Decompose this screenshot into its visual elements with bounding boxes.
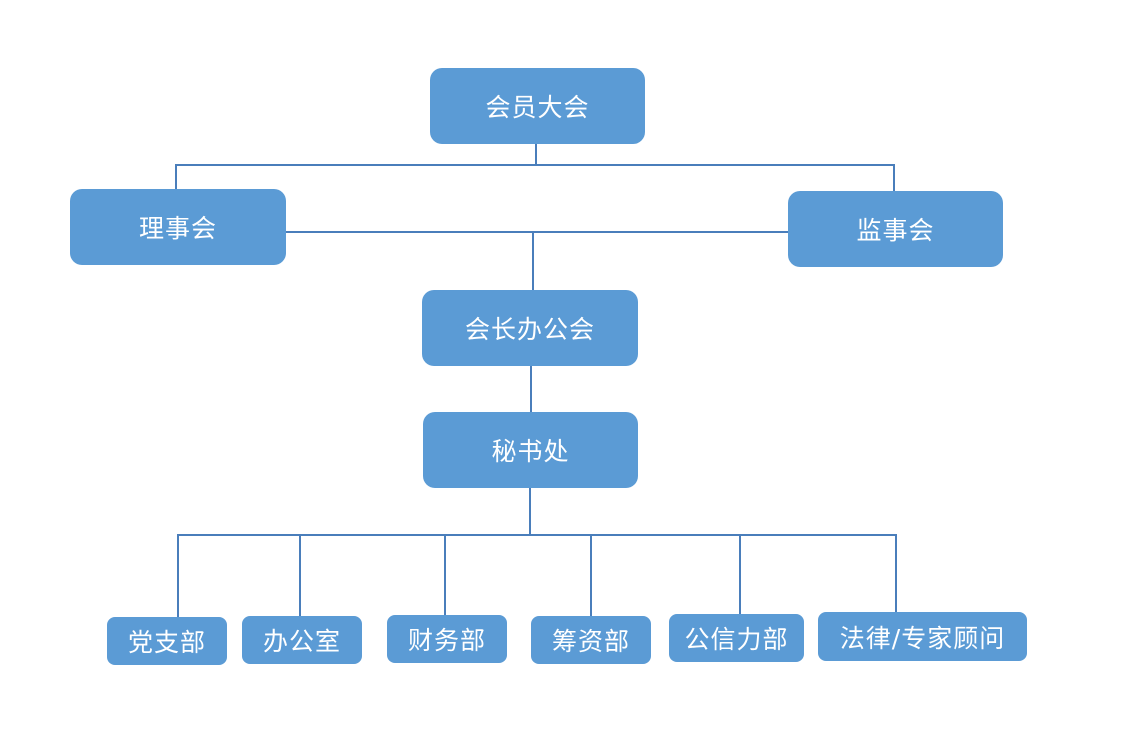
legal-expert-advisor-label: 法律/专家顾问: [839, 623, 1006, 653]
credibility-department-label: 公信力部: [684, 625, 789, 654]
council-label: 理事会: [138, 214, 217, 243]
supervisory-board-label: 监事会: [856, 216, 935, 245]
fundraising-department-label: 筹资部: [551, 627, 630, 656]
secretariat-node: 秘书处: [423, 412, 638, 488]
office-node: 办公室: [242, 616, 362, 664]
president-office-meeting-node: 会长办公会: [422, 290, 638, 366]
office-label: 办公室: [262, 627, 341, 656]
council-node: 理事会: [70, 189, 286, 265]
legal-expert-advisor-node: 法律/专家顾问: [818, 612, 1027, 661]
president-office-meeting-label: 会长办公会: [464, 315, 595, 344]
supervisory-board-node: 监事会: [788, 191, 1003, 267]
party-branch-label: 党支部: [127, 628, 206, 657]
member-assembly-node: 会员大会: [430, 68, 645, 144]
party-branch-node: 党支部: [107, 617, 227, 665]
secretariat-label: 秘书处: [491, 437, 570, 466]
finance-department-label: 财务部: [407, 626, 486, 655]
fundraising-department-node: 筹资部: [531, 616, 651, 664]
member-assembly-label: 会员大会: [485, 93, 590, 122]
finance-department-node: 财务部: [387, 615, 507, 663]
credibility-department-node: 公信力部: [669, 614, 804, 662]
